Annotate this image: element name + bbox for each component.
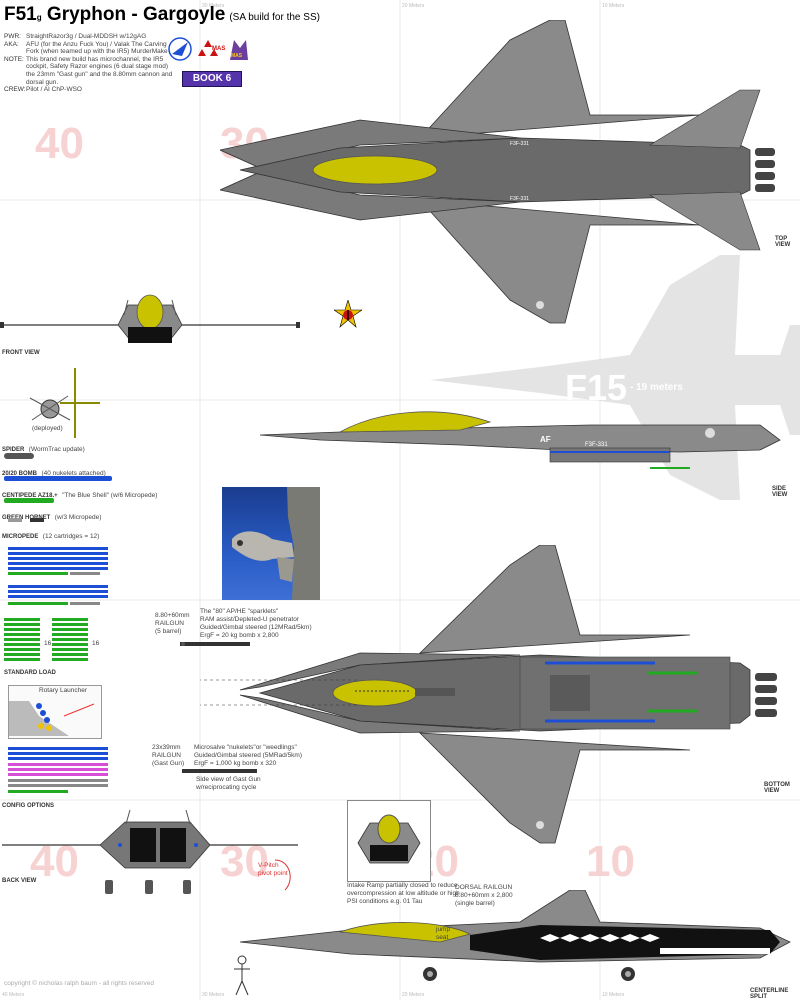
spider-deployed-label: (deployed) [32,425,63,432]
hornet-label: GREEN HORNET (w/3 Micropede) [2,514,102,521]
logo-group: MAS MAS [168,36,250,66]
ruler-mark-bottom-30: 30 Meters [202,992,225,998]
human-scale-figure [232,955,252,997]
micropede-graphic [8,518,48,523]
spec-block: PWR:StraightRazor3g / Dual-MDDSH w/12gAG… [4,33,174,94]
pivot-arrow-icon [270,855,300,895]
rotary-launcher-inset: Rotary Launcher [8,685,102,739]
config-rack-lower [8,745,118,801]
back-view-label: BACK VIEW [2,878,37,884]
spec-row-aka: AKA:AFU (for the Anzu Fuck You) / Valak … [4,40,168,56]
intake-note: Intake Ramp partially closed to reduce o… [347,882,460,905]
bay-mark-right: 16 [92,640,100,647]
side-marking-serial: F3F-331 [585,442,608,448]
gast-right-label: Microsalve "nukelets"or "weedlings"Guide… [194,744,303,767]
back-view-aircraft [0,800,300,880]
svg-text:F3F-331: F3F-331 [510,141,529,147]
ruler-mark-bottom-10: 10 Meters [602,992,625,998]
bomb-label: 20/20 BOMB (40 nukelets attached) [2,470,106,477]
standard-load-grid [4,618,104,664]
title-note: (SA build for the SS) [229,12,320,23]
railgun-right-label: The "80" AP/HE "sparklets"RAM assist/Dep… [200,608,312,639]
bottom-view-label: BOTTOM VIEW [764,782,790,794]
mas-logo: MAS [198,40,225,56]
landing-gear-graphic [105,878,195,896]
f15-length-note: - 19 meters [630,382,683,393]
copyright-text: copyright © nicholas ralph baum - all ri… [4,980,155,987]
f15-label: F15 [565,367,627,408]
svg-text:MAS: MAS [231,53,243,59]
standard-load-label: STANDARD LOAD [4,670,56,676]
hornet-graphic [4,498,64,504]
top-view-label: TOP VIEW [775,236,791,248]
scale-number-40-top: 40 [35,119,84,168]
page-header: F51g Gryphon - Gargoyle(SA build for the… [4,4,320,26]
pivot-label: V-Pitch pivot point [258,862,288,877]
centipede-graphic [4,476,114,482]
spec-row-crew: CREW:Pilot / AI ChP-WSO [4,86,82,94]
jump-seat-label: jump seat [436,926,451,941]
spider-label: SPIDER (WormTrac update) [2,446,85,453]
bomb-graphic [4,453,44,459]
side-view-label: SIDE VIEW [772,486,788,498]
page-title: F51g Gryphon - Gargoyle(SA build for the… [4,4,320,25]
ruler-mark-top-10: 10 Meters [602,3,625,9]
config-rack-upper [8,545,118,615]
centerline-split-label: CENTERLINE SPLIT [750,988,789,1000]
ruler-mark-bottom-40: 40 Meters [2,992,25,998]
book-badge: BOOK 6 [182,71,242,87]
side-view-aircraft: AF F3F-331 [260,400,785,475]
svg-text:MAS: MAS [212,46,225,52]
front-view-label: FRONT VIEW [2,350,40,356]
intake-inset [347,800,431,882]
micropede-label: MICROPEDE (12 cartridges = 12) [2,533,100,540]
railgun-round-graphic [180,640,255,648]
gargoyle-photo [222,487,320,600]
spec-row-pwr: PWR:StraightRazor3g / Dual-MDDSH w/12gAG [4,33,147,40]
config-options-label: CONFIG OPTIONS [2,803,55,809]
bottom-view-aircraft [200,545,800,845]
star-emblem-icon [334,300,362,328]
spider-weapon [0,368,110,438]
side-marking-af: AF [540,435,551,444]
scale-number-10-bottom: 10 [586,837,635,886]
centerline-split-aircraft [240,890,800,985]
ruler-mark-top-20: 20 Meters [402,3,425,9]
front-view-aircraft [0,285,300,355]
air-force-logo [168,37,192,61]
spec-row-note: NOTE:This brand new build has microchann… [4,55,173,86]
ruler-mark-top-30: 30 Meters [202,3,225,9]
gast-note: Side view of Gast Gun w/reciprocating cy… [196,776,261,791]
centipede-label: CENTIPEDE AZ18.+ "The Blue Shell" (w/6 M… [2,492,158,499]
bay-mark-left: 16 [44,640,52,647]
ruler-mark-bottom-20: 20 Meters [402,992,425,998]
squadron-logo: MAS [230,40,248,60]
gast-round-graphic [182,768,262,774]
rotary-launcher-label: Rotary Launcher [39,687,88,694]
svg-text:F3F-331: F3F-331 [510,196,529,202]
